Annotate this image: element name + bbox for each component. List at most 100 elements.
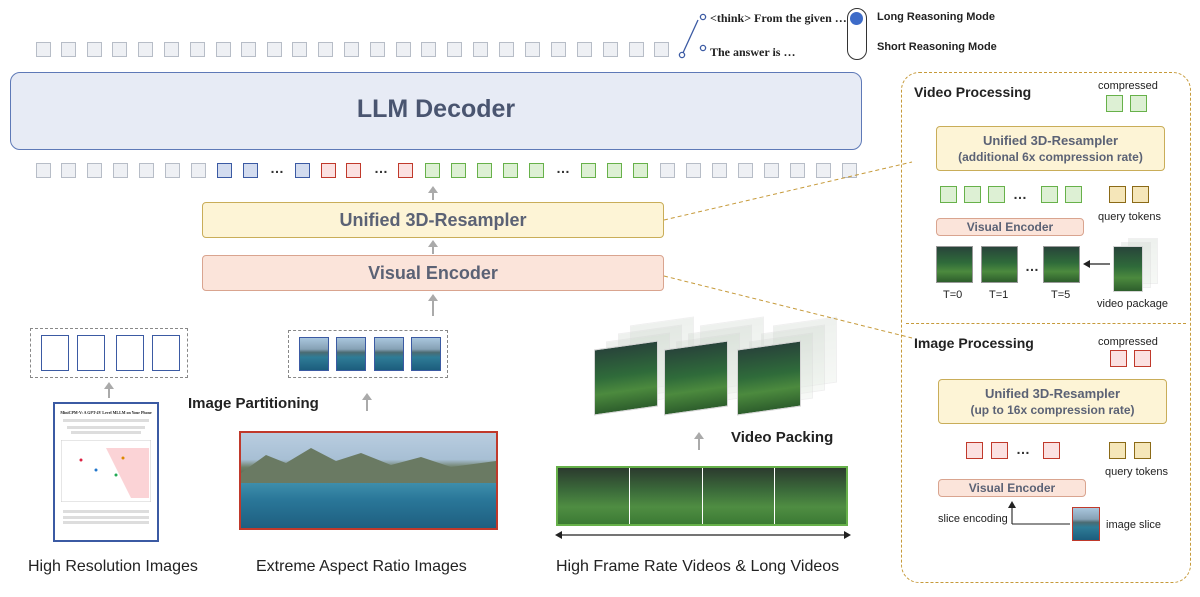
arrow-up-3 bbox=[428, 294, 438, 301]
caption-extreme-aspect: Extreme Aspect Ratio Images bbox=[256, 558, 467, 575]
video-frame-t1 bbox=[981, 246, 1018, 283]
lake-slices-box bbox=[288, 330, 448, 378]
image-slice-thumb bbox=[1072, 507, 1100, 541]
video-compressed-label: compressed bbox=[1098, 80, 1158, 92]
image-resampler-label: Unified 3D-Resampler bbox=[984, 386, 1121, 401]
token-ellipsis-3: … bbox=[556, 160, 571, 176]
video-visual-token bbox=[940, 186, 957, 203]
input-token bbox=[764, 163, 779, 178]
output-token bbox=[370, 42, 385, 57]
output-token bbox=[396, 42, 411, 57]
resampler-box: Unified 3D-Resampler bbox=[202, 202, 664, 238]
input-token bbox=[243, 163, 258, 178]
doc-slice-2 bbox=[77, 335, 105, 371]
answer-text: The answer is … bbox=[710, 45, 796, 59]
token-ellipsis-2: … bbox=[374, 160, 389, 176]
image-slice-token-3 bbox=[1043, 442, 1060, 459]
video-visual-token bbox=[988, 186, 1005, 203]
output-token bbox=[190, 42, 205, 57]
output-token bbox=[267, 42, 282, 57]
think-text: <think> From the given … bbox=[710, 11, 847, 25]
output-token bbox=[499, 42, 514, 57]
input-token bbox=[451, 163, 466, 178]
video-packing-label: Video Packing bbox=[731, 429, 834, 446]
image-slice-token-1 bbox=[966, 442, 983, 459]
video-query-token-2 bbox=[1132, 186, 1149, 203]
output-token bbox=[525, 42, 540, 57]
image-slice-label: image slice bbox=[1106, 519, 1162, 531]
image-slice-token-2 bbox=[991, 442, 1008, 459]
input-token bbox=[686, 163, 701, 178]
lake-slice-3 bbox=[374, 337, 404, 371]
frame-label-t1: T=1 bbox=[989, 289, 1009, 301]
paper-page: MiniCPM-V: A GPT-4V Level MLLM on Your P… bbox=[53, 402, 159, 542]
doc-slices-box bbox=[30, 328, 188, 378]
video-compressed-token-2 bbox=[1130, 95, 1147, 112]
long-mode-label: Long Reasoning Mode bbox=[877, 11, 995, 23]
package-arrow bbox=[1083, 260, 1110, 268]
output-token bbox=[216, 42, 231, 57]
video-frame-t0 bbox=[936, 246, 973, 283]
output-token bbox=[654, 42, 669, 57]
processing-panel bbox=[901, 72, 1191, 583]
image-compression-rate: (up to 16x compression rate) bbox=[970, 403, 1135, 417]
video-package-frame bbox=[737, 340, 801, 416]
video-compression-rate: (additional 6x compression rate) bbox=[958, 150, 1143, 164]
input-token bbox=[87, 163, 102, 178]
image-token-ellipsis: … bbox=[1016, 441, 1031, 457]
video-strip bbox=[556, 466, 848, 526]
video-resampler-label: Unified 3D-Resampler bbox=[982, 133, 1119, 148]
input-token bbox=[477, 163, 492, 178]
lake-panorama bbox=[239, 431, 498, 530]
video-token-ellipsis: … bbox=[1013, 186, 1028, 202]
reasoning-connector bbox=[678, 13, 707, 59]
video-query-token-1 bbox=[1109, 186, 1126, 203]
image-compressed-token-1 bbox=[1110, 350, 1127, 367]
mountains bbox=[241, 448, 496, 483]
output-token bbox=[447, 42, 462, 57]
output-token bbox=[629, 42, 644, 57]
caption-high-res: High Resolution Images bbox=[28, 558, 198, 575]
output-token bbox=[421, 42, 436, 57]
output-token bbox=[61, 42, 76, 57]
input-token bbox=[529, 163, 544, 178]
llm-decoder-box: LLM Decoder bbox=[10, 72, 862, 150]
input-token bbox=[321, 163, 336, 178]
video-visual-token bbox=[1065, 186, 1082, 203]
input-token bbox=[346, 163, 361, 178]
package-frame-front bbox=[1113, 246, 1143, 292]
arrow-up-2 bbox=[428, 240, 438, 247]
output-token bbox=[344, 42, 359, 57]
video-visual-token bbox=[1041, 186, 1058, 203]
input-token bbox=[842, 163, 857, 178]
output-token bbox=[292, 42, 307, 57]
slice-encoding-label: slice encoding bbox=[938, 513, 1008, 525]
arrow-shaft-lake bbox=[366, 399, 368, 411]
resampler-label: Unified 3D-Resampler bbox=[339, 210, 527, 230]
input-token bbox=[790, 163, 805, 178]
video-resampler-box: Unified 3D-Resampler (additional 6x comp… bbox=[936, 126, 1165, 171]
frame-label-t5: T=5 bbox=[1051, 289, 1071, 301]
image-query-token-2 bbox=[1134, 442, 1151, 459]
visual-encoder-label: Visual Encoder bbox=[368, 263, 498, 283]
input-token bbox=[607, 163, 622, 178]
image-partitioning-label: Image Partitioning bbox=[188, 395, 319, 412]
output-token bbox=[164, 42, 179, 57]
arrow-up-lake bbox=[362, 393, 372, 400]
video-frame-t5 bbox=[1043, 246, 1080, 283]
input-token bbox=[738, 163, 753, 178]
reasoning-mode-toggle[interactable] bbox=[847, 8, 867, 60]
output-token bbox=[551, 42, 566, 57]
input-token bbox=[581, 163, 596, 178]
output-token bbox=[138, 42, 153, 57]
token-ellipsis-1: … bbox=[270, 160, 285, 176]
visual-encoder-box: Visual Encoder bbox=[202, 255, 664, 291]
output-token bbox=[241, 42, 256, 57]
llm-decoder-label: LLM Decoder bbox=[356, 95, 516, 123]
caption-video: High Frame Rate Videos & Long Videos bbox=[556, 558, 840, 575]
toggle-knob bbox=[850, 12, 863, 25]
output-token bbox=[473, 42, 488, 57]
output-token bbox=[87, 42, 102, 57]
image-processing-title: Image Processing bbox=[914, 335, 1034, 351]
image-query-token-1 bbox=[1109, 442, 1126, 459]
